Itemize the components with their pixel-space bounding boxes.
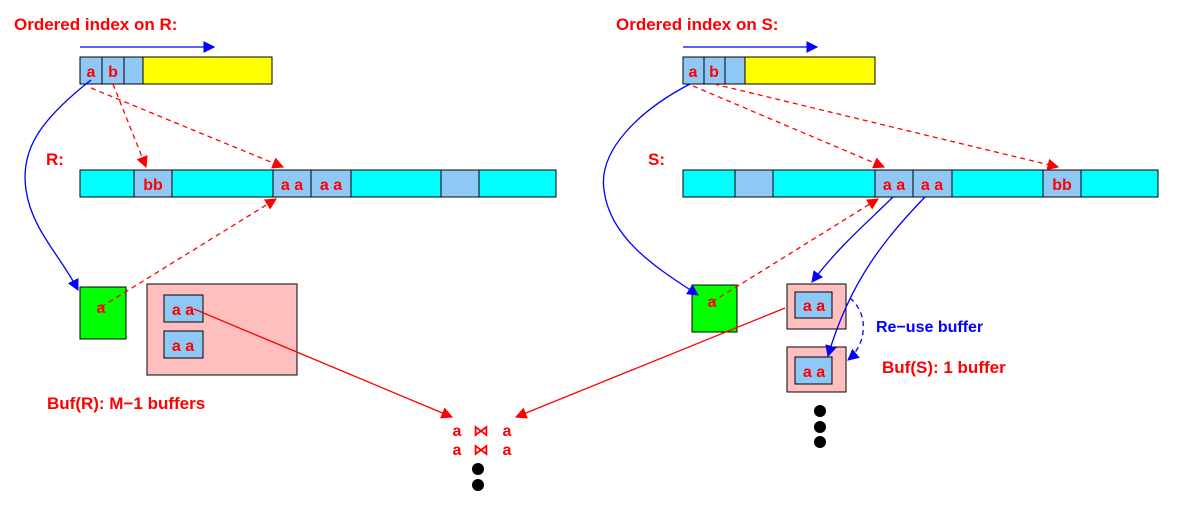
right-buffer-2: a a [786,346,847,393]
join-result: a ⋈ a a ⋈ a [453,423,512,459]
right-index-b-to-bb-arrow [713,83,1060,171]
join-row-1-right: a [503,423,512,440]
right-aa1-to-buffer-arrow [811,196,894,283]
right-buffer-block-1: a a [803,298,825,315]
left-index-cell-a: a [87,64,96,81]
right-index-bar: a b [682,56,876,85]
join-symbol-icon: ⋈ [473,423,489,440]
right-index-cell-a: a [689,64,698,81]
right-green-to-aa-arrow [711,198,879,303]
right-index-to-green-arrow [602,83,699,296]
left-buffer-area: a a a a [146,283,298,376]
relation-r-block-bb: bb [143,177,163,194]
right-buffer-to-join-arrow [514,307,786,419]
relation-s: a a a a bb [682,169,1159,198]
relation-s-block-aa-2: a a [921,177,943,194]
relation-s-block-aa-1: a a [883,177,905,194]
right-buffer-block-2: a a [803,364,825,381]
left-buffer-block-1: a a [172,302,194,319]
reuse-buffer-arrow [847,297,864,361]
right-aa2-to-buffer-arrow [825,196,926,358]
relation-r-block-aa-1: a a [281,177,303,194]
left-index-a-to-aa-arrow [90,87,285,169]
left-index-b-to-bb-arrow [112,83,148,169]
right-index-title: Ordered index on S: [616,15,778,34]
right-index-a-to-aa-arrow [692,85,886,169]
left-relation-label: R: [46,150,64,169]
left-index-to-green-arrow [24,79,92,292]
right-green-block [691,284,738,333]
reuse-buffer-label: Re−use buffer [876,319,983,336]
left-buffer-to-join-arrow [193,308,454,419]
right-buffer-caption: Buf(S): 1 buffer [882,358,1006,377]
right-relation-label: S: [648,150,665,169]
left-green-to-aa-arrow [100,198,277,308]
join-row-2-left: a [453,442,462,459]
right-buffer-1: a a [786,283,847,330]
left-green-block-label: a [97,300,106,317]
right-index-cell-b: b [709,64,719,81]
left-buffer-block-2: a a [172,338,194,355]
left-index-cell-b: b [108,64,118,81]
relation-s-block-bb: bb [1052,177,1072,194]
join-row-1-left: a [453,423,462,440]
join-row-2-right: a [503,442,512,459]
join-symbol-icon: ⋈ [473,442,489,459]
ellipsis-dots-icon [472,463,484,491]
left-index-title: Ordered index on R: [14,15,177,34]
ellipsis-dots-icon [814,405,826,448]
left-index-bar: a b [79,56,273,85]
left-buffer-caption: Buf(R): M−1 buffers [47,394,205,413]
relation-r: bb a a a a [79,169,557,198]
right-green-block-label: a [708,294,717,311]
relation-r-block-aa-2: a a [320,177,342,194]
